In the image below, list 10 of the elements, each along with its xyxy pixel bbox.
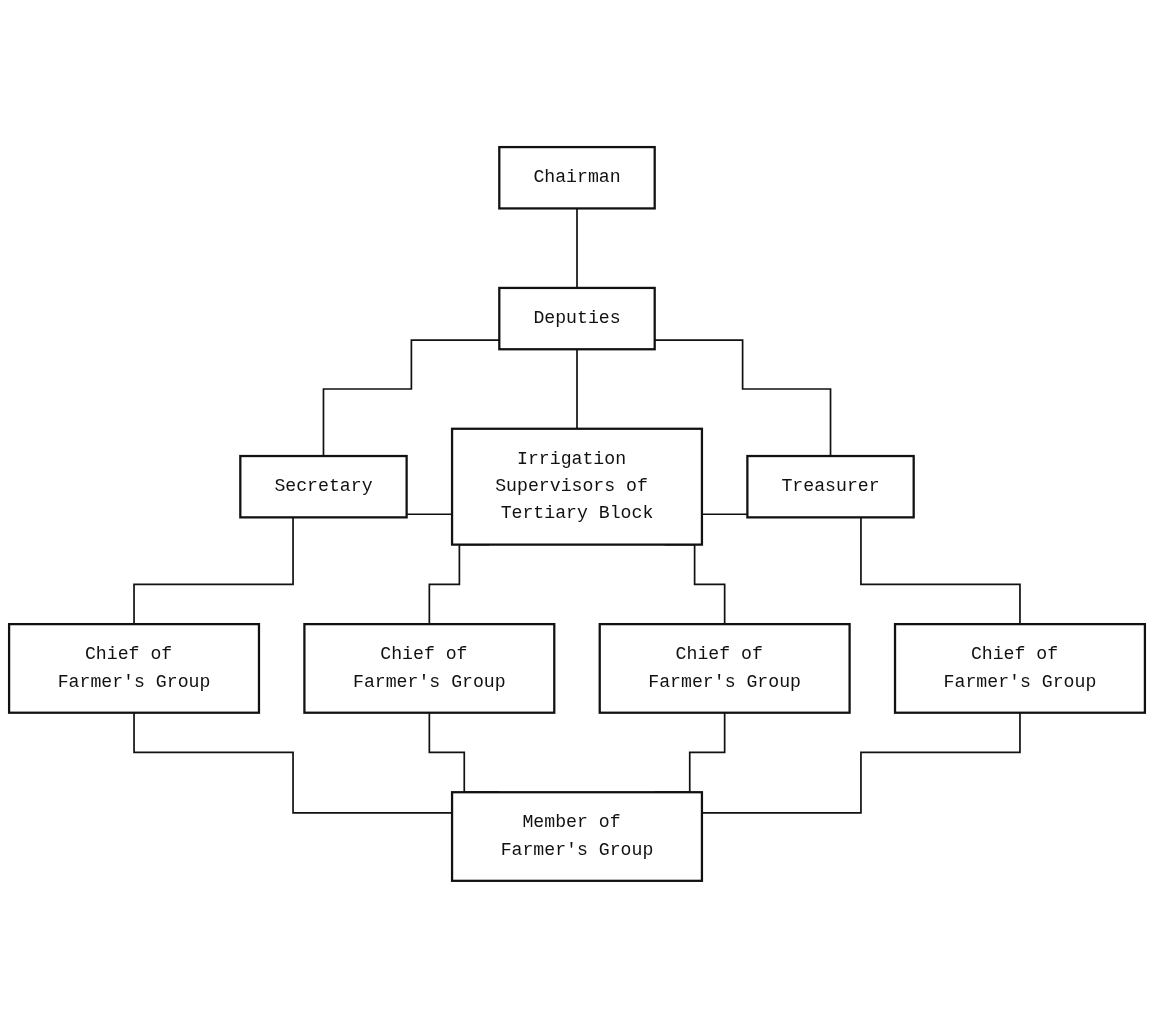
node-box: Treasurer <box>746 454 915 519</box>
node-box: Chief of Farmer's Group <box>303 623 556 714</box>
node-box: Chairman <box>498 146 656 210</box>
node-box: Chief of Farmer's Group <box>893 623 1147 714</box>
node-box: Member of Farmer's Group <box>450 791 704 882</box>
node-box: Irrigation Supervisors of Tertiary Block <box>450 427 704 546</box>
node-box: Deputies <box>498 286 656 351</box>
node-box: Chief of Farmer's Group <box>598 623 851 714</box>
node-box: Secretary <box>239 454 408 519</box>
node-box: Chief of Farmer's Group <box>7 623 261 714</box>
